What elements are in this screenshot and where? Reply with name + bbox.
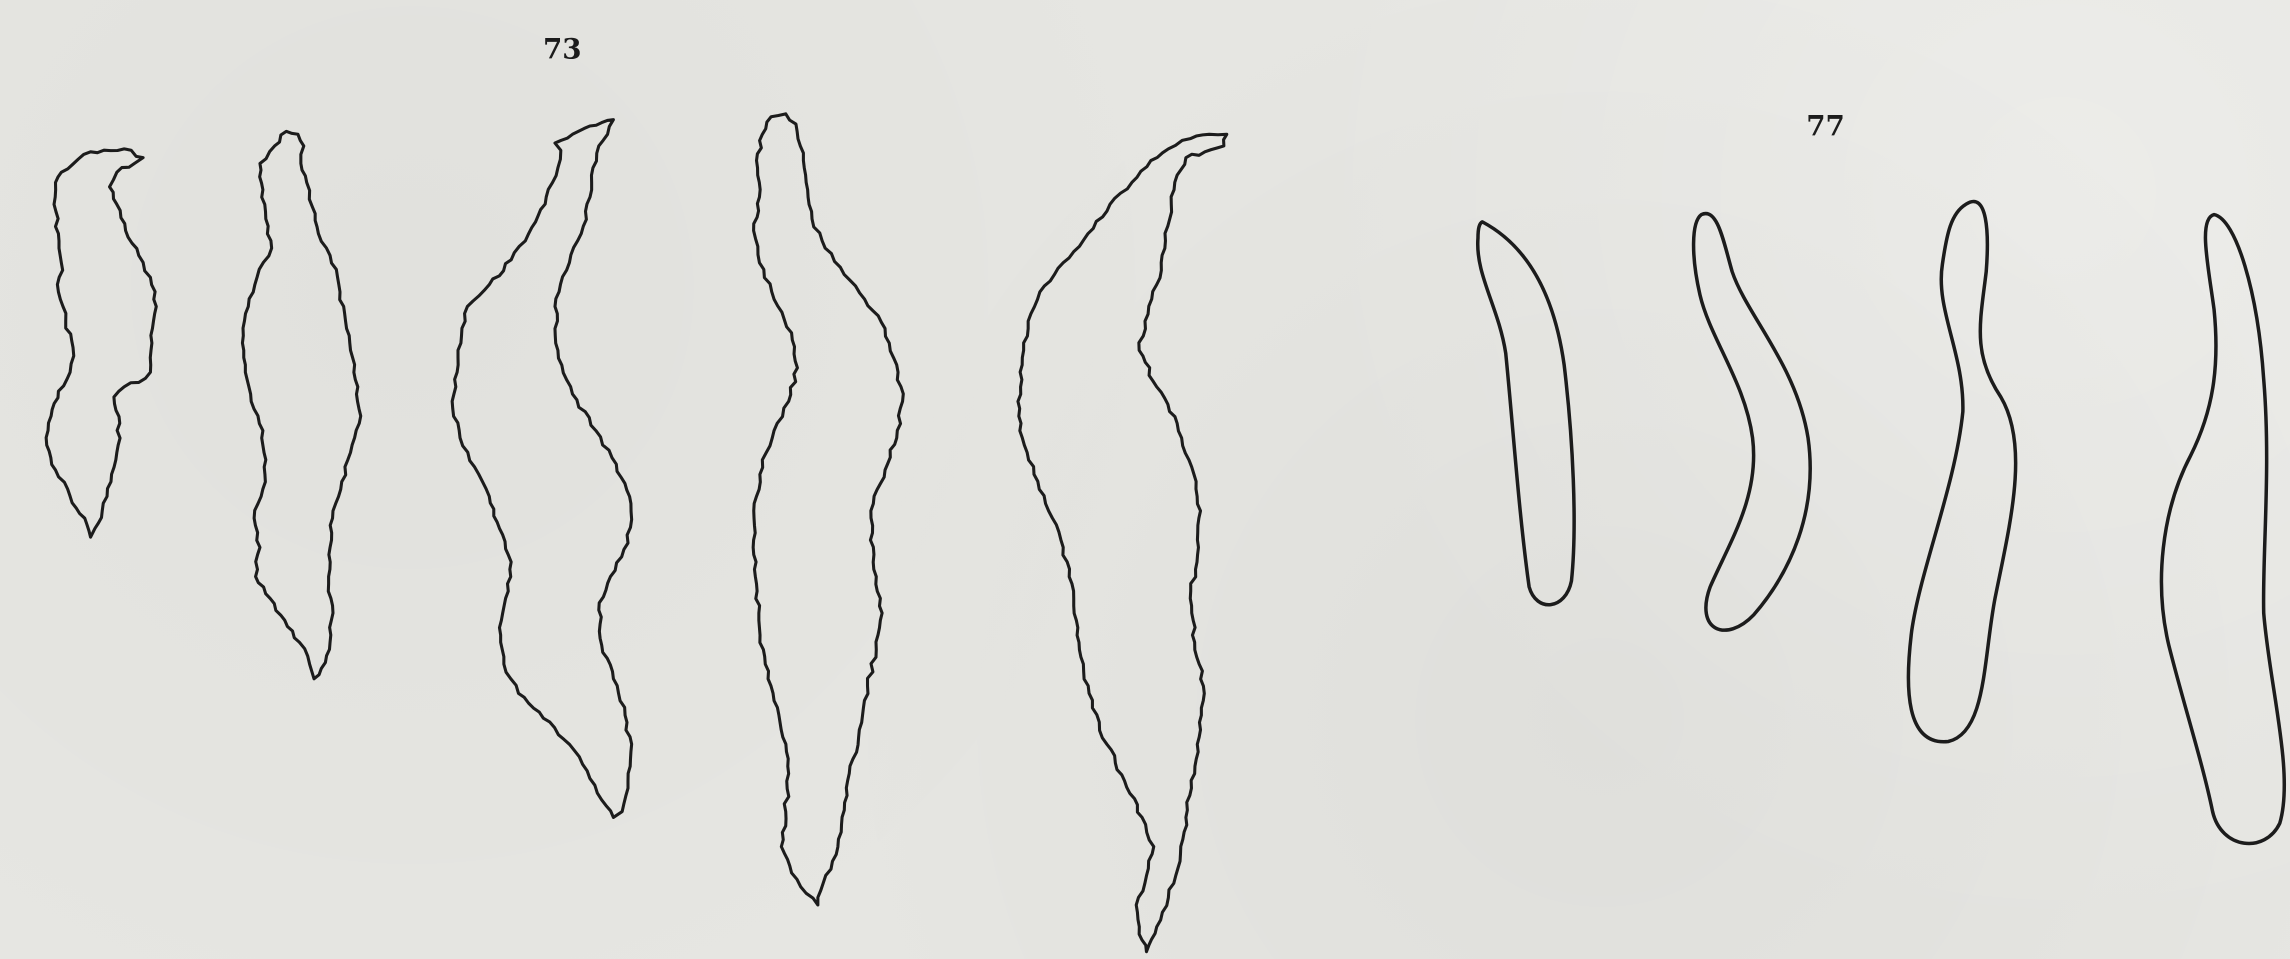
outline-73-b — [242, 131, 360, 678]
outline-73-d — [753, 114, 903, 905]
outline-77-d — [2161, 215, 2284, 844]
figure-number-77: 77 — [1806, 110, 1845, 143]
outline-73-a — [46, 149, 156, 537]
outline-77-b — [1694, 214, 1811, 631]
figure-number-73: 73 — [543, 32, 582, 65]
figure-77: 77 — [1478, 110, 2285, 844]
figure-73: 73 — [46, 32, 1227, 951]
outline-73-e — [1018, 134, 1227, 951]
outline-77-c — [1908, 201, 2015, 741]
outline-73-c — [452, 120, 631, 818]
outline-77-a — [1478, 222, 1574, 605]
